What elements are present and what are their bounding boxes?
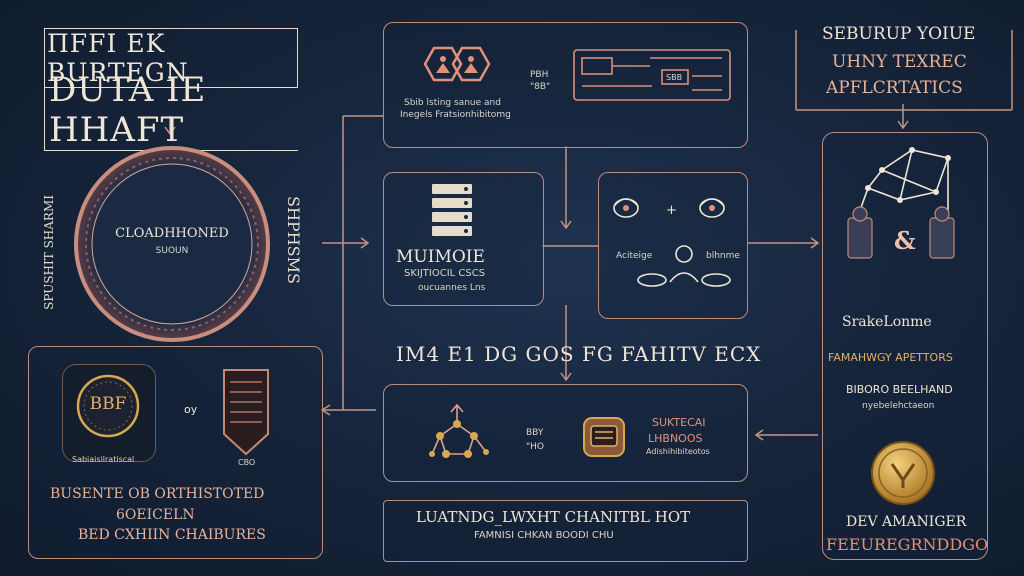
ring-graphic <box>74 146 270 342</box>
middle-banner: IM4 E1 DG GOS FG FAHITV ECX <box>396 342 762 366</box>
people-panel <box>598 172 748 319</box>
bottom-mid-right-2: LHBNOOS <box>648 432 703 445</box>
bottom-left-line-1: BUSENTE OB ORTHISTOTED <box>50 486 265 502</box>
right-ampersand: & <box>894 226 916 255</box>
right-top-line-3: APFLCRTATICS <box>826 78 963 98</box>
server-line-3: oucuannes Lns <box>418 283 486 293</box>
people-plus: + <box>666 203 677 218</box>
linked-hexagon-icon <box>423 46 491 82</box>
bottom-left-line-3: BED CXHIIN CHAIBURES <box>78 527 266 543</box>
badge-1-emblem-icon <box>76 374 140 438</box>
server-stack-icon <box>432 184 472 236</box>
server-panel <box>383 172 544 306</box>
right-bottom-line-1: DEV AMANIGER <box>846 514 967 530</box>
circuit-screen-icon <box>573 49 731 101</box>
people-connection-icon <box>613 198 731 287</box>
connector-text: oy <box>184 403 198 416</box>
right-top-line-1: SEBURUP YOIUE <box>822 24 976 44</box>
title-line-1: ΠFFI EK BURTEGN <box>44 28 298 88</box>
screen-label: SBB <box>666 73 683 82</box>
badge-2-shield-icon <box>223 369 269 456</box>
server-title: MUIMOIE <box>396 247 485 267</box>
people-label-left: Aciteige <box>616 251 653 261</box>
bottom-left-line-2: 6OEICELN <box>116 507 195 523</box>
top-panel <box>383 22 748 148</box>
right-label-3: BIBORO BEELHAND <box>846 383 953 396</box>
ring-sublabel: SUOUN <box>155 246 189 256</box>
right-top-line-2: UHNY TEXREC <box>832 52 967 72</box>
title-block: ΠFFI EK BURTEGN DUTA IE HHAFT <box>44 28 298 151</box>
bottom-mid-label-2: "HO <box>526 442 544 452</box>
gold-device-icon <box>583 417 625 457</box>
top-mid-label-2: "8B" <box>530 82 551 92</box>
top-caption-2: Inegels Fratsionhibitomg <box>400 110 511 120</box>
people-label-right: blhnme <box>706 251 740 261</box>
bottom-band <box>383 500 748 562</box>
bottom-mid-right-1: SUKTECAI <box>652 416 706 429</box>
ring-right-label: SHPHSMS <box>284 196 303 284</box>
ring-left-label: SPUSHIT SHARMI <box>42 195 56 310</box>
bottom-band-line-1: LUATNDG_LWXHT CHANITBL HOT <box>416 508 691 526</box>
right-label-1: SrakeLonme <box>842 314 932 330</box>
badge-1-caption: Sabiaisilratiscal <box>72 455 135 464</box>
bottom-mid-right-3: Adishihibiteotos <box>646 447 710 456</box>
bottom-mid-label-1: BBY <box>526 428 544 438</box>
title-line-2: DUTA IE HHAFT <box>44 70 298 151</box>
badge-1-text: BBF <box>89 394 127 414</box>
bottom-band-line-2: FAMNISI CHKAN BOODI CHU <box>474 530 614 541</box>
gold-coin-icon <box>871 441 935 505</box>
server-line-2: SKIJTIOCIL CSCS <box>404 268 486 279</box>
right-label-2: FAMAHWGY APETTORS <box>828 351 953 364</box>
badge-2-caption: CBO <box>238 458 256 467</box>
right-bottom-line-2: FEEUREGRNDDGO <box>826 535 989 554</box>
stakeholders-icon <box>847 147 955 259</box>
network-graph-icon <box>429 403 489 458</box>
top-caption-1: Sbib lsting sanue and <box>404 98 501 108</box>
ring-label: CLOADHHONED <box>115 226 229 241</box>
right-label-4: nyebelehctaeon <box>862 401 935 411</box>
top-mid-label-1: PBH <box>530 70 549 80</box>
